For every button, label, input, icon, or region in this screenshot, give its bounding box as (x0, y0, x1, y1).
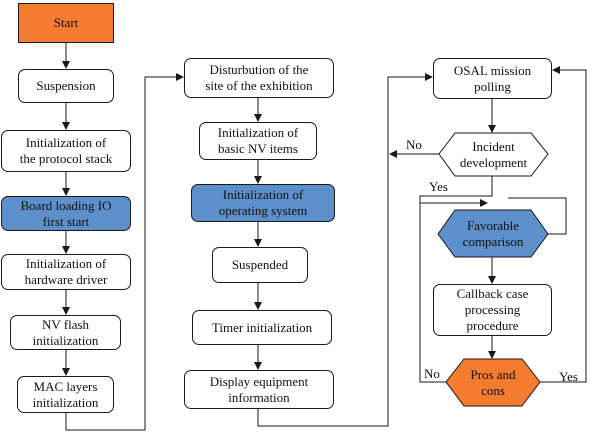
arrow-mac-to-disturbution (65, 73, 184, 431)
display-equipment-node: Display equipment information (184, 370, 334, 409)
timer-init-node: Timer initialization (192, 310, 332, 345)
disturbution-node: Disturbution of the site of the exhibiti… (184, 58, 334, 98)
suspended-node: Suspended (212, 247, 308, 283)
callback-procedure-node: Callback case processing procedure (433, 284, 552, 336)
pros-and-cons-label: Pros and cons (470, 366, 516, 398)
label-yes-incident: Yes (429, 179, 448, 194)
arrow-display-to-osal (257, 73, 433, 427)
incident-development-hexagon (438, 132, 549, 177)
favorable-comparison-hexagon (437, 209, 549, 258)
label-no-incident: No (406, 137, 422, 152)
init-basic-nv-node: Initialization of basic NV items (199, 122, 317, 160)
init-hardware-driver-node: Initialization of hardware driver (1, 254, 131, 290)
suspension-node: Suspension (18, 69, 114, 103)
start-node: Start (18, 3, 114, 43)
arrow-favorable-self-loop (508, 197, 567, 235)
init-operating-system-node: Initialization of operating system (191, 184, 335, 222)
mac-layers-init-node: MAC layers initialization (17, 376, 114, 413)
init-protocol-stack-node: Initialization of the protocol stack (1, 130, 131, 172)
label-no-pros: No (424, 366, 440, 381)
nv-flash-init-node: NV flash initialization (10, 315, 121, 350)
favorable-comparison-label: Favorable comparison (462, 217, 524, 249)
arrow-pros-yes-branch (540, 66, 587, 383)
osal-polling-node: OSAL mission polling (433, 58, 552, 99)
pros-and-cons-hexagon (445, 358, 541, 407)
label-yes-pros: Yes (559, 369, 578, 384)
board-loading-node: Board loading IO first start (1, 196, 131, 231)
arrow-pros-no-branch (419, 196, 448, 383)
incident-development-label: Incident development (459, 138, 528, 170)
